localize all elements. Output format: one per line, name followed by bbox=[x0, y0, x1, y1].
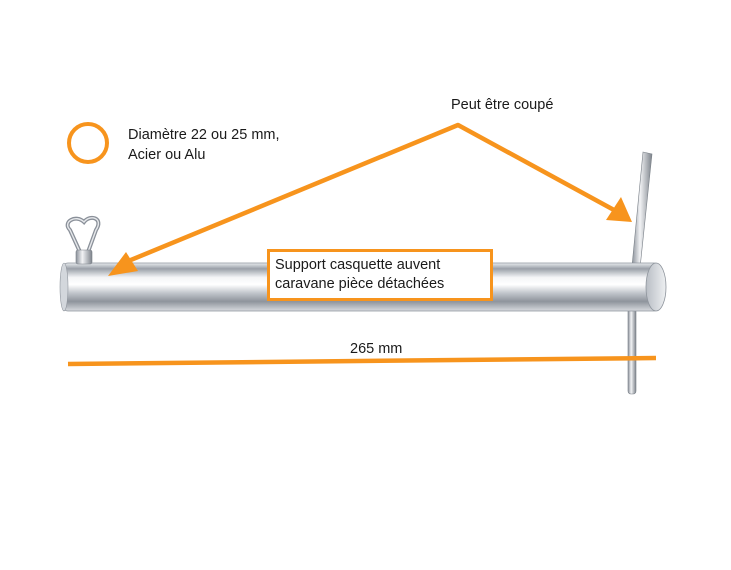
product-label-line-2: caravane pièce détachées bbox=[275, 276, 445, 292]
spec-diameter-text: Diamètre 22 ou 25 mm, bbox=[128, 127, 280, 143]
locking-pin-icon bbox=[627, 151, 653, 395]
circle-outline-icon bbox=[67, 122, 109, 164]
product-label-line-1: Support casquette auvent bbox=[275, 257, 441, 273]
length-dimension-line bbox=[67, 355, 657, 367]
product-label-box: Support casquette auvent caravane pièce … bbox=[267, 249, 493, 301]
wing-nut-icon bbox=[65, 215, 101, 265]
arrow-icon bbox=[606, 197, 632, 222]
arrow-icon bbox=[108, 252, 138, 276]
cut-label: Peut être coupé bbox=[451, 97, 554, 113]
spec-material-text: Acier ou Alu bbox=[128, 147, 206, 163]
cut-callout-arrows bbox=[108, 122, 632, 276]
length-label: 265 mm bbox=[350, 341, 403, 357]
